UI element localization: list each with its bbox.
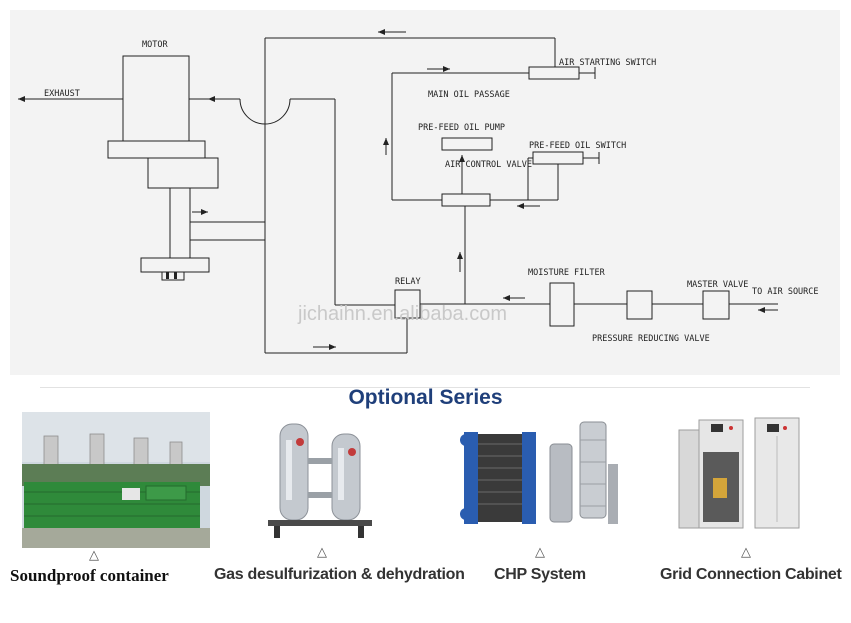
caption-soundproof-container: Soundproof container [10, 566, 169, 585]
label-moisture-filter: MOISTURE FILTER [528, 268, 606, 278]
schematic-svg: MOTOR EXHAUST AIR STARTING SWITCH MAIN O… [18, 29, 819, 354]
caption-gas-desulfurization: Gas desulfurization & dehydration [214, 566, 465, 583]
optional-series-title: Optional Series [348, 386, 503, 409]
label-air-starting-switch: AIR STARTING SWITCH [559, 58, 656, 68]
product-gas-desulfurization-image [262, 412, 382, 544]
label-pre-feed-oil-pump: PRE-FEED OIL PUMP [418, 123, 505, 133]
motor-base [140, 257, 210, 273]
label-master-valve: MASTER VALVE [687, 280, 748, 290]
pre-feed-oil-switch [532, 151, 584, 165]
product-soundproof-container-image [22, 412, 210, 548]
label-pre-feed-oil-switch: PRE-FEED OIL SWITCH [529, 141, 626, 151]
air-control-valve [441, 193, 491, 207]
pressure-reducing-valve [626, 290, 653, 320]
label-relay: RELAY [395, 277, 421, 287]
label-motor: MOTOR [142, 40, 168, 50]
label-to-air-source: TO AIR SOURCE [752, 287, 819, 297]
product-marker-2: △ [317, 545, 327, 560]
product-marker-1: △ [89, 548, 99, 563]
caption-grid-connection-cabinet: Grid Connection Cabinet [660, 566, 842, 583]
product-chp-system-image [458, 412, 628, 536]
watermark: jichaihn.en.alibaba.com [297, 303, 507, 325]
section-divider [40, 387, 810, 388]
product-marker-4: △ [741, 545, 751, 560]
caption-chp-system: CHP System [494, 566, 586, 583]
motor-flange [107, 140, 206, 159]
product-grid-cabinet-image [675, 412, 805, 536]
label-main-oil-passage: MAIN OIL PASSAGE [428, 90, 510, 100]
label-air-control-valve: AIR CONTROL VALVE [445, 160, 532, 170]
moisture-filter [549, 282, 575, 327]
master-valve [702, 290, 730, 320]
schematic-diagram: MOTOR EXHAUST AIR STARTING SWITCH MAIN O… [10, 10, 840, 375]
label-pressure-reducing-valve: PRESSURE REDUCING VALVE [592, 334, 710, 344]
motor-body [122, 55, 190, 142]
motor-block [147, 157, 219, 189]
pre-feed-oil-pump [441, 137, 493, 151]
air-starting-switch [528, 66, 580, 80]
motor-foot [161, 271, 185, 281]
label-exhaust: EXHAUST [44, 89, 80, 99]
product-marker-3: △ [535, 545, 545, 560]
motor-side-plate [169, 187, 191, 259]
